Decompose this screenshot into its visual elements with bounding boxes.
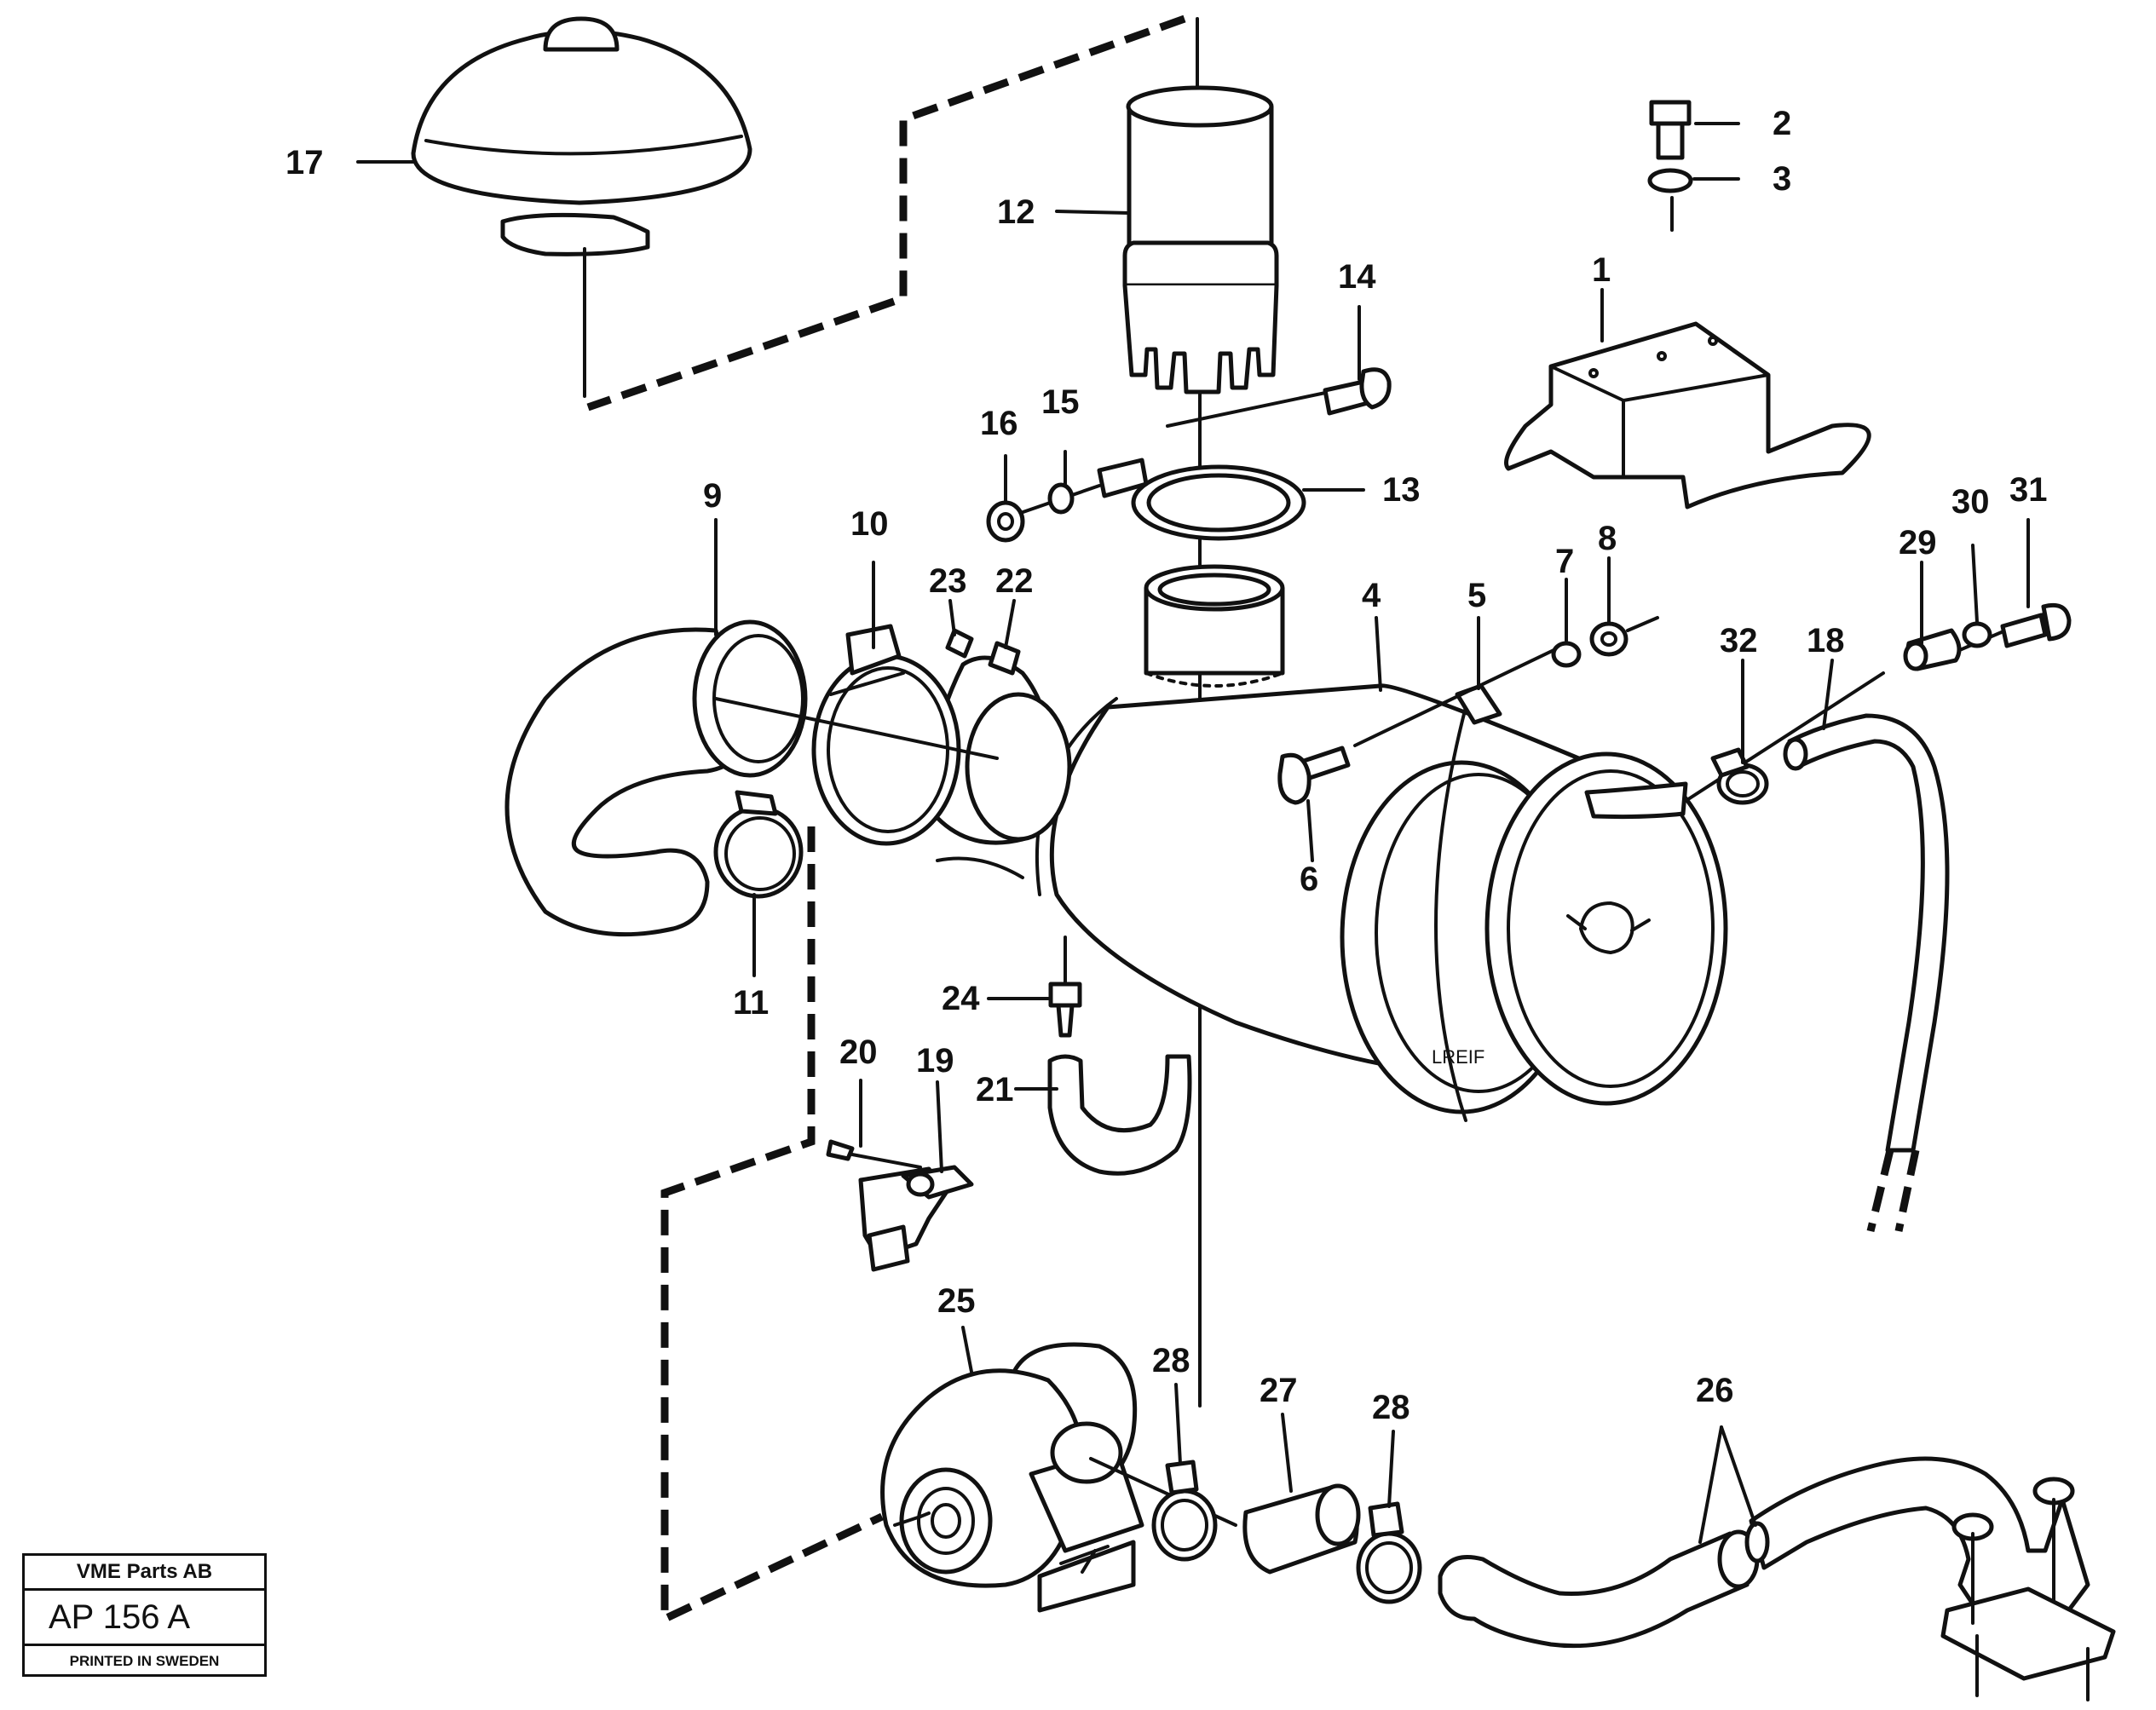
label-7: 7 [1555,543,1574,580]
part-17-cap [411,16,752,398]
parts-22-23-inlet [930,628,1072,879]
label-2: 2 [1773,105,1791,142]
part-labels: 17 12 2 3 1 14 15 16 13 9 10 23 22 4 5 7… [285,105,2048,1426]
part-25-turbocharger [880,1342,1237,1613]
label-16: 16 [980,405,1018,442]
label-22: 22 [995,562,1034,600]
part-9-elbow-hose [504,619,999,937]
part-11-hose-clip [713,790,804,977]
part-4-filter-housing [1035,564,1728,1114]
label-5: 5 [1467,577,1486,614]
label-27: 27 [1260,1372,1298,1409]
part-1-bracket [1504,321,1871,510]
label-12: 12 [997,193,1035,231]
label-3: 3 [1773,160,1791,198]
part-13-clamp [1097,458,1306,541]
stamp-code: AP 156 A [25,1591,264,1646]
label-24: 24 [942,980,980,1017]
stamp-company: VME Parts AB [25,1556,264,1591]
label-9: 9 [703,477,722,515]
label-26: 26 [1696,1372,1734,1409]
label-28a: 28 [1152,1342,1190,1379]
stamp-printed: PRINTED IN SWEDEN [69,1653,220,1669]
label-31: 31 [2009,471,2048,509]
part-24-21-drain [1047,936,1192,1176]
label-30: 30 [1951,483,1990,521]
label-23: 23 [929,562,967,600]
label-19: 19 [916,1042,954,1080]
label-28b: 28 [1372,1389,1410,1426]
dashed-routing-lines [586,14,1920,1626]
part-26-intake-pipe [1438,1456,2116,1701]
label-20: 20 [839,1033,878,1071]
label-8: 8 [1598,520,1617,557]
label-11: 11 [733,984,769,1022]
parts-27-28-sleeve-clamps [1151,1460,1422,1604]
label-13: 13 [1382,471,1421,509]
part-14-bolt [1166,367,1392,428]
leader-lines [356,122,2030,1544]
label-21: 21 [976,1071,1014,1108]
parts-32-18-breather-hose [1684,671,1950,1153]
label-6: 6 [1300,861,1318,898]
label-29: 29 [1899,524,1937,561]
parts-15-16-nut-washer [986,482,1101,543]
parts-6-7-8-bolt-washer-nut [1277,616,1659,805]
label-17: 17 [285,144,324,181]
label-15: 15 [1041,383,1080,421]
parts-19-20-sensor [826,1139,974,1272]
label-1: 1 [1592,251,1611,289]
filter-marking: LREIF [1432,1046,1484,1068]
label-32: 32 [1720,622,1758,659]
label-4: 4 [1362,577,1381,614]
parts-2-3-screw-washer [1647,100,1693,232]
label-14: 14 [1338,258,1376,296]
label-18: 18 [1807,622,1845,659]
title-stamp: VME Parts AB AP 156 A PRINTED IN SWEDEN [22,1553,267,1677]
parts-29-30-31-fittings [1903,602,2072,671]
label-10: 10 [850,505,889,543]
label-25: 25 [937,1282,976,1320]
